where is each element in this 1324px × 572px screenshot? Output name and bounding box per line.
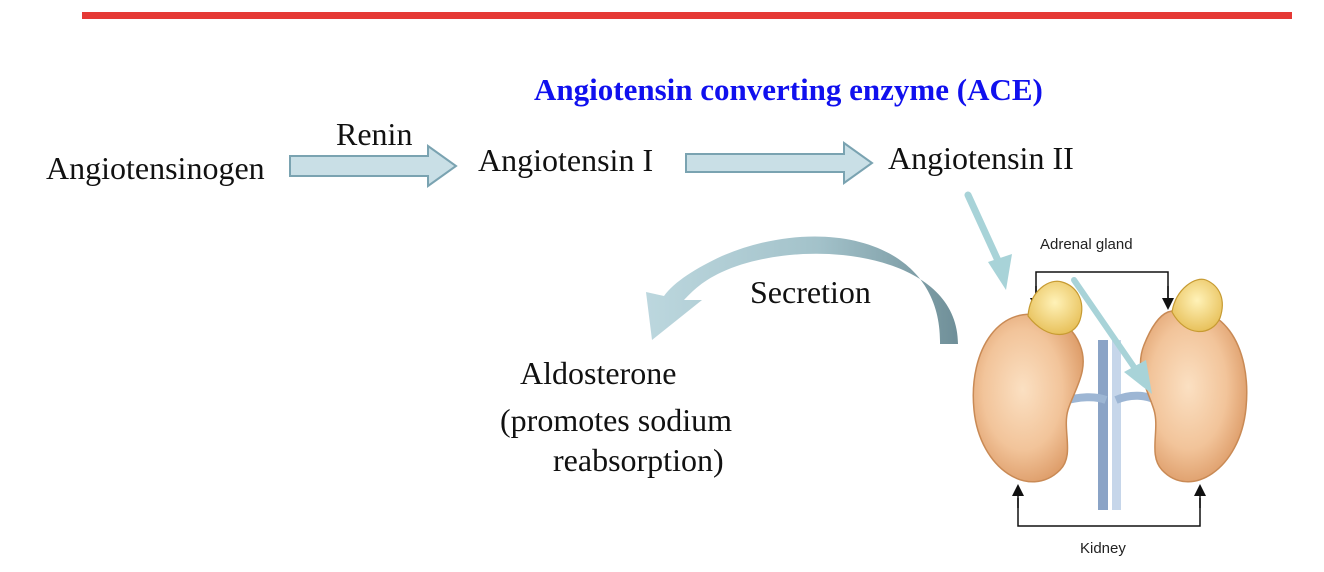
aldosterone-note-line1: (promotes sodium	[500, 402, 732, 438]
header-rule	[82, 12, 1292, 19]
pointer-arrow-to-adrenal	[964, 191, 1012, 290]
renin-label: Renin	[336, 116, 413, 152]
arrow-ace-step	[685, 141, 874, 185]
arrow-renin-step	[289, 144, 458, 188]
secretion-label: Secretion	[750, 274, 871, 310]
angiotensin-1-label: Angiotensin I	[478, 142, 654, 178]
angiotensinogen-label: Angiotensinogen	[46, 150, 265, 186]
angiotensin-2-label: Angiotensin II	[888, 140, 1074, 176]
pointer-arrow-to-kidney	[1071, 277, 1152, 394]
aldosterone-note-line2: reabsorption)	[553, 442, 724, 478]
secretion-curve-arrow	[646, 236, 958, 344]
kidney-label: Kidney	[1080, 540, 1126, 557]
kidney-illustration	[972, 271, 1248, 527]
aldosterone-label: Aldosterone	[520, 355, 677, 391]
ace-enzyme-label: Angiotensin converting enzyme (ACE)	[534, 72, 1043, 107]
adrenal-gland-label: Adrenal gland	[1040, 236, 1133, 253]
